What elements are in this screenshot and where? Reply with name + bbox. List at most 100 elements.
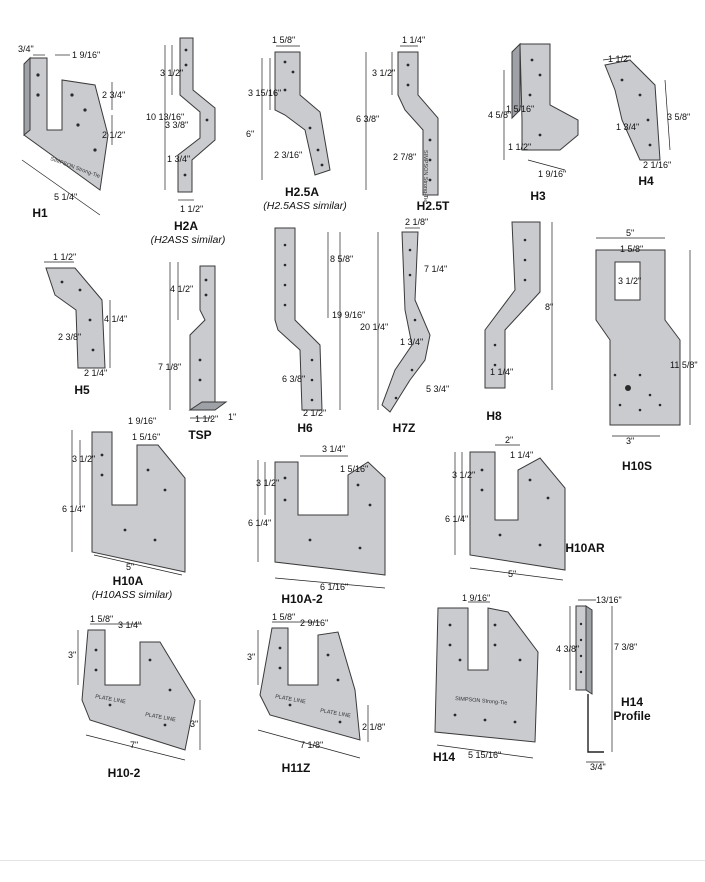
dim-label: 8" — [545, 302, 553, 312]
item-h10ar: 2" 1 1/4" 3 1/2" 6 1/4" 5" H10AR — [445, 435, 605, 581]
dim-label: 3 1/4" — [322, 444, 345, 454]
dim-label: 1 5/8" — [90, 614, 113, 624]
dim-label: 1 1/4" — [510, 450, 533, 460]
dim-label: 5 3/4" — [426, 384, 449, 394]
dim-label: 1 1/2" — [195, 414, 218, 424]
dim-label: 10 13/16" — [146, 112, 184, 122]
dim-label: 13/16" — [596, 595, 622, 605]
dim-label: 1 5/16" — [340, 464, 368, 474]
caption: H4 — [638, 174, 654, 188]
dim-label: 20 1/4" — [360, 322, 388, 332]
dim-label: 2 1/2" — [303, 408, 326, 418]
subcaption: (H2.5ASS similar) — [263, 200, 346, 212]
dim-label: 5" — [126, 562, 134, 572]
caption: H7Z — [393, 421, 416, 435]
dim-label: 3 1/2" — [160, 68, 183, 78]
dim-label: 2 1/16" — [643, 160, 671, 170]
stamp-text: PLATE LINE — [275, 694, 307, 705]
item-h14-profile: 13/16" 4 3/8" 7 3/8" 3/4" H14 Profile — [556, 595, 651, 772]
item-h10a: 1 9/16" 1 5/16" 3 1/2" 6 1/4" 5" H10A (H… — [62, 416, 186, 601]
dim-label: 4 1/2" — [170, 284, 193, 294]
dim-label: 3" — [247, 652, 255, 662]
dim-label: 1 9/16" — [128, 416, 156, 426]
dim-label: 1 1/2" — [608, 54, 631, 64]
dim-label: 1 5/16" — [506, 104, 534, 114]
dim-label: 1 3/4" — [400, 337, 423, 347]
caption: H5 — [74, 383, 90, 397]
dim-label: 1 9/16" — [462, 593, 490, 603]
dim-label: 2 1/8" — [362, 722, 385, 732]
dim-label: 6 3/8" — [282, 374, 305, 384]
dim-label: 3 1/2" — [452, 470, 475, 480]
dim-label: 7 1/4" — [424, 264, 447, 274]
dim-label: 1 3/4" — [616, 122, 639, 132]
dim-label: 7" — [130, 740, 138, 750]
dim-label: 1 1/2" — [180, 204, 203, 214]
dim-label: 3" — [68, 650, 76, 660]
caption: H1 — [32, 206, 48, 220]
caption: H10-2 — [108, 766, 141, 780]
dim-label: 1 5/8" — [272, 612, 295, 622]
dim-label: 6 3/8" — [356, 114, 379, 124]
item-h11z: PLATE LINE PLATE LINE 1 5/8" 2 9/16" 3" … — [247, 612, 385, 775]
stamp-text: PLATE LINE — [320, 708, 352, 719]
dim-label: 7 1/8" — [300, 740, 323, 750]
dim-label: 1 9/16" — [72, 50, 100, 60]
dim-label: 1 1/2" — [53, 252, 76, 262]
caption: H6 — [297, 421, 313, 435]
dim-label: 3 3/8" — [165, 120, 188, 130]
caption: H10A — [113, 574, 144, 588]
dim-label: 2 3/8" — [58, 332, 81, 342]
item-h102: PLATE LINE PLATE LINE 1 5/8" 3 1/4" 3" 3… — [68, 614, 201, 780]
item-h8: 8" 1 1/4" H8 — [484, 221, 553, 423]
dim-label: 2" — [505, 435, 513, 445]
dim-label: 3 1/4" — [118, 620, 141, 630]
dim-label: 6" — [246, 129, 254, 139]
dim-label: 3" — [626, 436, 634, 446]
dim-label: 4 5/8" — [488, 110, 511, 120]
dim-label: 6 1/4" — [62, 504, 85, 514]
dim-label: 2 7/8" — [393, 152, 416, 162]
dim-label: 3 15/16" — [248, 88, 281, 98]
stamp-text: PLATE LINE — [95, 694, 127, 705]
dim-label: 1 1/2" — [508, 142, 531, 152]
dim-label: 3/4" — [18, 44, 34, 54]
dim-label: 5" — [508, 569, 516, 579]
caption: H2.5T — [417, 199, 450, 213]
caption: H2.5A — [285, 185, 319, 199]
dim-label: 3 1/2" — [256, 478, 279, 488]
dim-label: 2 1/4" — [84, 368, 107, 378]
item-h3: 4 5/8" 1 5/16" 1 1/2" 1 9/16" H3 — [488, 42, 579, 203]
bottom-divider — [0, 860, 705, 861]
dim-label: 7 1/8" — [158, 362, 181, 372]
stamp-text: SIMPSON Strong-Tie — [422, 150, 428, 202]
dim-label: 19 9/16" — [332, 310, 365, 320]
dim-label: 1 9/16" — [538, 169, 566, 179]
item-h4: 1 1/2" 3 5/8" 1 3/4" 2 1/16" H4 — [602, 54, 690, 188]
caption: H3 — [530, 189, 546, 203]
dim-label: 3 1/2" — [372, 68, 395, 78]
caption: H10S — [622, 459, 652, 473]
item-h25a: 1 5/8" 3 15/16" 6" 2 3/16" H2.5A (H2.5AS… — [246, 35, 347, 212]
dim-label: 2 3/4" — [102, 90, 125, 100]
caption: TSP — [188, 428, 211, 442]
dim-label: 1 1/4" — [490, 367, 513, 377]
item-h1: SIMPSON Strong-Tie 3/4" 1 9/16" 2 3/4" 2… — [18, 44, 125, 220]
caption: H8 — [486, 409, 502, 423]
dim-label: 3/4" — [590, 762, 606, 772]
stamp-text: SIMPSON Strong-Tie — [455, 696, 508, 707]
dim-label: 4 3/8" — [556, 644, 579, 654]
dim-label: 2 1/8" — [405, 217, 428, 227]
caption: H14 — [433, 750, 455, 764]
dim-label: 1 5/16" — [132, 432, 160, 442]
dim-label: 1 3/4" — [167, 154, 190, 164]
dim-label: 2 3/16" — [274, 150, 302, 160]
dim-label: 4 1/4" — [104, 314, 127, 324]
item-h10a2: 3 1/4" 1 5/16" 3 1/2" 6 1/4" 6 1/16" H10… — [248, 444, 386, 606]
caption: H14 — [621, 695, 643, 709]
dim-label: 3 1/2" — [618, 276, 641, 286]
caption: H10AR — [565, 541, 605, 555]
subcaption: (H10ASS similar) — [92, 589, 173, 601]
item-h2a: 3 1/2" 10 13/16" 3 3/8" 1 3/4" 1 1/2" H2… — [146, 37, 225, 246]
